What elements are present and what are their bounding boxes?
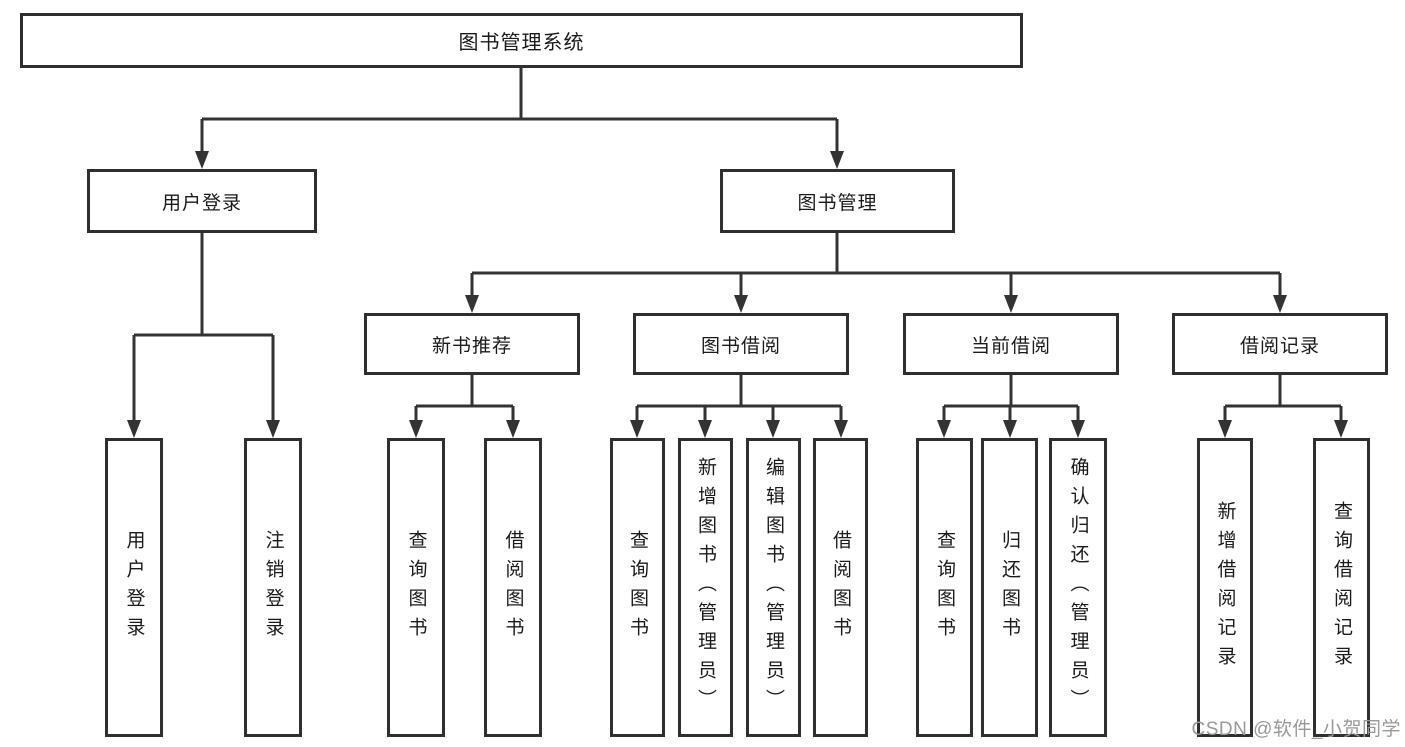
leaf-records-query-record: 查询借阅记录 — [1313, 438, 1370, 737]
node-root-label: 图书管理系统 — [458, 32, 585, 54]
node-book-borrow-label: 图书借阅 — [700, 335, 781, 357]
leaf-newbook-borrow-books: 借阅图书 — [484, 438, 542, 737]
leaf-records-add-record: 新增借阅记录 — [1197, 438, 1253, 737]
leaf-current-confirm-return-admin: 确认归还（管理员） — [1049, 438, 1107, 737]
leaf-logout: 注销登录 — [244, 438, 302, 737]
csdn-watermark: CSDN @软件_小贺同学 — [1191, 719, 1401, 740]
node-borrow-records: 借阅记录 — [1172, 313, 1388, 375]
leaf-borrow-edit-books-admin: 编辑图书（管理员） — [746, 438, 801, 737]
node-book-borrow: 图书借阅 — [633, 313, 849, 375]
leaf-current-query-books: 查询图书 — [916, 438, 973, 737]
node-book-management: 图书管理 — [720, 169, 955, 233]
node-book-management-label: 图书管理 — [797, 192, 878, 214]
node-user-login-label: 用户登录 — [161, 192, 242, 214]
leaf-current-return-books: 归还图书 — [981, 438, 1038, 737]
node-new-book-recommend-label: 新书推荐 — [431, 335, 512, 357]
leaf-borrow-borrow-books: 借阅图书 — [813, 438, 868, 737]
node-new-book-recommend: 新书推荐 — [364, 313, 580, 375]
leaf-newbook-query-books: 查询图书 — [387, 438, 445, 737]
node-root: 图书管理系统 — [20, 13, 1023, 68]
node-current-borrow: 当前借阅 — [903, 313, 1119, 375]
node-borrow-records-label: 借阅记录 — [1239, 335, 1320, 357]
node-current-borrow-label: 当前借阅 — [970, 335, 1051, 357]
leaf-borrow-add-books-admin: 新增图书（管理员） — [678, 438, 733, 737]
leaf-user-login: 用户登录 — [105, 438, 163, 737]
leaf-borrow-query-books: 查询图书 — [610, 438, 665, 737]
node-user-login: 用户登录 — [87, 169, 317, 233]
